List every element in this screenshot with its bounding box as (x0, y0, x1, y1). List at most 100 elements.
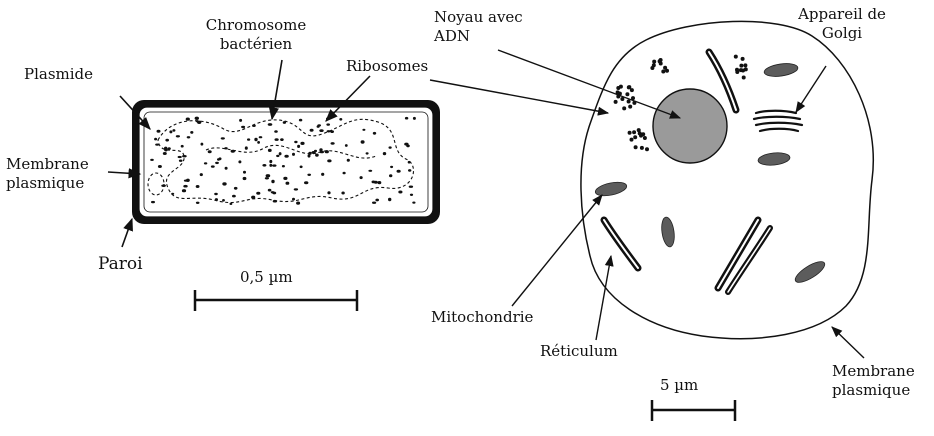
ribosome-dot (300, 142, 304, 145)
ribosome-dot (283, 177, 287, 180)
ribosome-dot (234, 187, 238, 190)
ribosome-dot (388, 198, 391, 201)
ribosome-dot (268, 189, 272, 192)
ribosome-dot (157, 130, 161, 133)
ribosome-dot (652, 60, 656, 64)
ribosome-dot (614, 100, 618, 104)
ribosome-dot (628, 131, 632, 135)
ribosome-dot (645, 147, 649, 151)
ribosome-dot (307, 174, 311, 176)
label-chromosome-line1: Chromosome (190, 16, 322, 35)
ribosome-dot (286, 182, 290, 185)
eukaryote-scale-bar (652, 400, 735, 421)
ribosome-dot (224, 147, 227, 149)
ribosome-dot (254, 138, 257, 141)
ribosome-dot (221, 137, 225, 139)
ribosome-dot (282, 165, 285, 167)
ribosome-dot (215, 162, 219, 164)
ribosome-dot (389, 146, 392, 148)
nucleus (653, 89, 727, 163)
ribosome-dot (155, 144, 159, 146)
ribosome-dot (634, 145, 638, 149)
label-bact-membrane-line1: Membrane (6, 155, 89, 174)
ribosome-dot (383, 152, 386, 155)
label-golgi-line1: Appareil de (786, 5, 898, 24)
ribosome-dot (251, 196, 255, 199)
ribosome-dot (279, 152, 282, 155)
ribosome-dot (375, 199, 379, 202)
ribosome-dot (269, 164, 272, 167)
ribosome-dot (299, 119, 302, 122)
ribosome-dot (741, 57, 745, 61)
ribosome-dot (284, 155, 288, 158)
ribosome-dot (283, 121, 286, 124)
ribosome-dot (390, 166, 393, 168)
ribosome-dot (151, 201, 155, 203)
ribosome-dot (300, 166, 303, 169)
ribosome-dot (292, 198, 295, 201)
ribosome-dot (150, 159, 154, 161)
ribosome-dot (339, 118, 342, 121)
ribosome-dot (368, 170, 372, 172)
ribosome-dot (378, 181, 382, 184)
label-bact-scale: 0,5 µm (240, 268, 293, 287)
label-nucleus-line1: Noyau avec (434, 8, 523, 27)
ribosome-dot (280, 138, 284, 141)
ribosome-dot (308, 154, 311, 157)
ribosome-dot (163, 152, 167, 155)
ribosome-dot (361, 140, 365, 143)
ribosome-dot (389, 174, 392, 177)
ribosome-dot (315, 154, 319, 157)
ribosome-dot (742, 76, 746, 80)
ribosome-dot (360, 176, 363, 179)
label-chromosome: Chromosome bactérien (190, 16, 322, 54)
ribosome-dot (294, 188, 298, 190)
ribosome-dot (176, 135, 180, 137)
label-golgi: Appareil de Golgi (786, 5, 898, 43)
ribosome-dot (741, 69, 745, 73)
wall-arrow (122, 219, 132, 247)
label-euk-membrane-line2: plasmique (832, 381, 915, 400)
ribosome-dot (663, 66, 667, 70)
ribosome-dot (181, 145, 184, 148)
eukaryotic-cell (581, 21, 873, 338)
ribosome-dot (276, 155, 279, 157)
ribosome-dot (214, 193, 218, 195)
ribosome-dot (195, 117, 199, 120)
ribosome-dot (643, 136, 647, 140)
ribosome-dot (294, 141, 297, 143)
ribosome-dot (196, 120, 199, 122)
ribosome-dot (179, 160, 183, 162)
ribosome-dot (271, 191, 275, 193)
ribosome-dot (622, 106, 626, 110)
ribosome-dot (408, 161, 411, 164)
ribosome-dot (639, 134, 643, 138)
ribosome-dot (178, 156, 182, 158)
ribosome-dot (734, 55, 738, 59)
ribosome-dot (398, 191, 402, 194)
ribosome-dot (345, 144, 348, 147)
label-wall: Paroi (98, 255, 143, 274)
ribosome-dot (272, 164, 276, 166)
ribosome-dot (196, 185, 200, 188)
ribosome-dot (304, 181, 308, 184)
ribosome-dot (222, 182, 226, 185)
ribosome-dot (372, 202, 376, 204)
ribosome-dot (164, 147, 167, 150)
ribosome-dot (404, 143, 408, 146)
ribosome-dot (331, 142, 335, 145)
ribosome-dot (630, 88, 634, 92)
label-nucleus-line2: ADN (434, 27, 523, 46)
ribosome-dot (659, 58, 663, 62)
ribosome-dot (171, 193, 174, 195)
label-mitochondria: Mitochondrie (431, 308, 533, 327)
ribosome-dot (241, 126, 245, 128)
bacterium-scale-bar (195, 290, 357, 311)
ribosome-dot (661, 70, 665, 74)
ribosome-dot (326, 123, 330, 125)
ribosome-dot (232, 195, 236, 198)
ribosome-dot (204, 162, 207, 164)
ribosome-dot (343, 172, 346, 175)
